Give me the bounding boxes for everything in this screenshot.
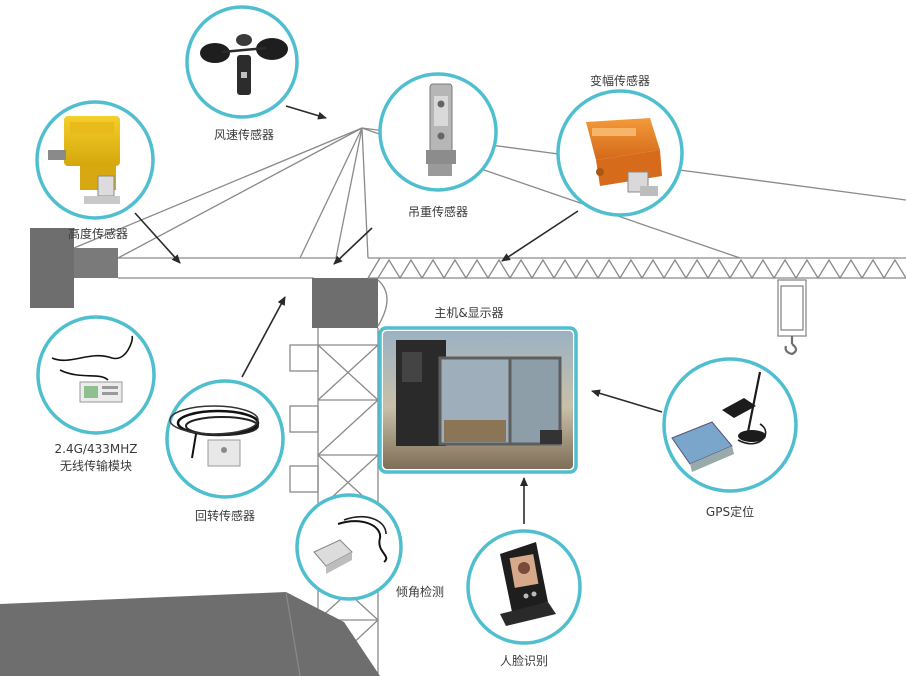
arrow-amplitude [501, 210, 579, 262]
load-label: 吊重传感器 [407, 205, 468, 219]
counter-jib-tie [73, 127, 363, 249]
tilt-sensor-icon [313, 516, 388, 574]
face-label: 人脸识别 [499, 654, 548, 668]
jib-truss [377, 258, 906, 280]
gps-label: GPS定位 [705, 505, 755, 519]
wireless-label-line1: 2.4G/433MHZ [54, 442, 138, 456]
host-label: 主机&显示器 [434, 306, 504, 320]
wind-label: 风速传感器 [213, 128, 274, 142]
tower-apex [335, 127, 369, 259]
arrow-load [333, 227, 373, 265]
slewing-cab-block [312, 278, 378, 328]
cab-host-display-photo [378, 326, 578, 474]
gps-circle [662, 357, 798, 493]
device-circles [35, 5, 798, 645]
wireless-module-icon [51, 335, 134, 403]
arrow-wind [285, 105, 327, 120]
counterweight-block [30, 228, 74, 308]
wireless-label-line2: 无线传输模块 [59, 459, 132, 473]
tilt-circle [295, 493, 403, 601]
wireless-circle [36, 315, 156, 435]
counterweight-top [74, 248, 118, 278]
yellow-limit-switch-icon [48, 116, 120, 204]
rotation-circle [165, 379, 285, 499]
ground-building [0, 592, 380, 676]
height-label: 高度传感器 [67, 227, 128, 241]
rotation-sensor-cable-icon [169, 405, 260, 467]
gps-antenna-icon [671, 371, 767, 472]
orange-limit-switch-icon [586, 118, 662, 196]
arrows [134, 105, 663, 524]
trolley-hook [777, 279, 807, 356]
arrow-height [134, 212, 181, 264]
amplitude-label: 变幅传感器 [589, 74, 650, 88]
rotation-label: 回转传感器 [194, 509, 255, 523]
load-cell-icon [426, 83, 456, 176]
face-recognition-terminal-icon [500, 542, 556, 626]
arrow-rotation [241, 296, 286, 378]
tilt-label: 倾角检测 [395, 585, 444, 599]
arrow-gps [591, 389, 663, 413]
anemometer-icon [200, 34, 288, 95]
